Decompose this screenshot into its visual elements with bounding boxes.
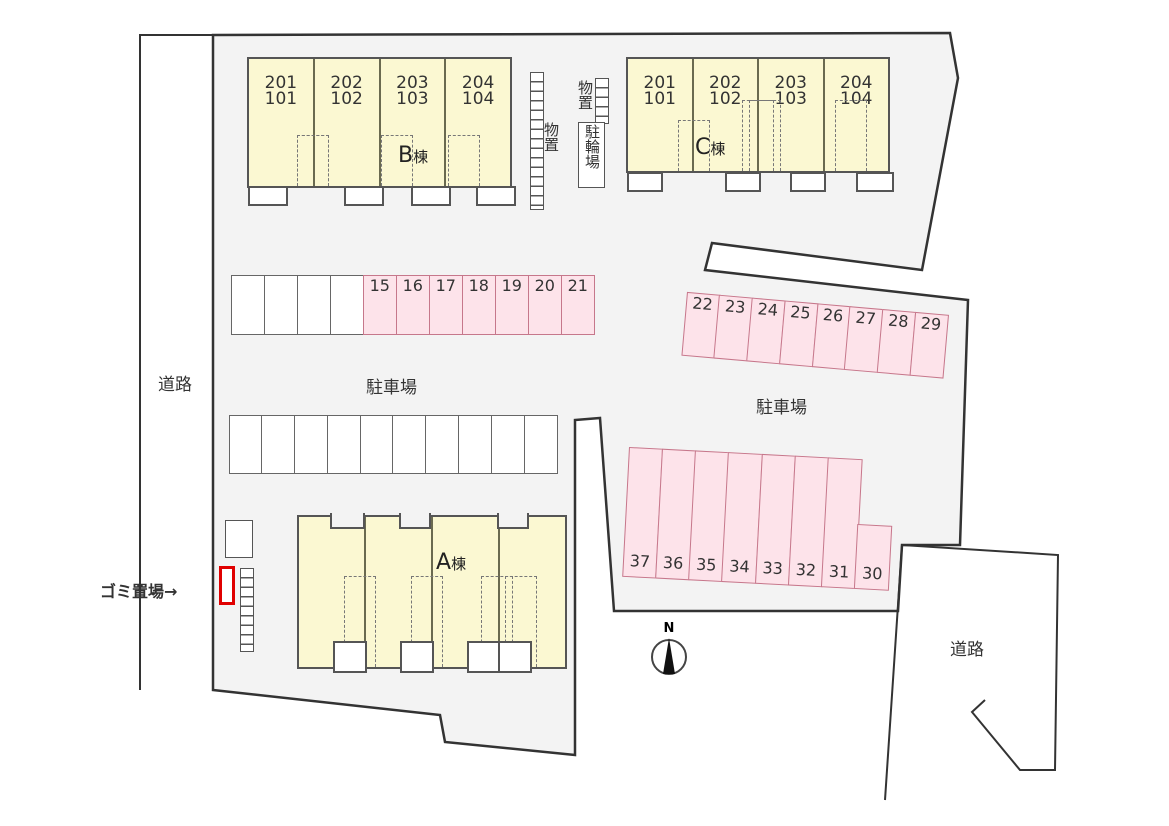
parking-space	[425, 415, 460, 474]
storage-shed	[240, 568, 254, 652]
parking-space	[263, 275, 298, 335]
right-road-edge	[884, 543, 1060, 801]
unit	[433, 517, 513, 667]
parking-space: 17	[428, 275, 463, 335]
storage-label: 物置	[576, 80, 594, 110]
parking-space: 15	[362, 275, 397, 335]
parking-space	[294, 415, 329, 474]
building-a-label: A棟	[436, 550, 467, 575]
storage-label: 物置	[542, 122, 560, 152]
unit	[500, 517, 565, 667]
parking-space: 30	[854, 524, 893, 591]
parking-space: 18	[461, 275, 496, 335]
storage-shed	[530, 72, 544, 210]
parking-space: 16	[395, 275, 430, 335]
parking-space	[329, 275, 364, 335]
parking-space	[392, 415, 427, 474]
parking-space: 29	[909, 311, 950, 379]
north-compass-icon: N	[648, 622, 690, 680]
parking-space: 20	[527, 275, 562, 335]
parking-space: 19	[494, 275, 529, 335]
parking-space	[326, 415, 362, 474]
parking-space	[458, 415, 493, 474]
road-label: 道路	[158, 375, 192, 395]
unit	[299, 517, 376, 667]
left-road-edge	[139, 34, 213, 690]
utility-box	[225, 520, 253, 558]
parking-label: 駐車場	[366, 378, 417, 398]
parking-space	[261, 415, 296, 474]
storage-shed	[595, 78, 609, 124]
parking-space	[490, 415, 526, 474]
garbage-area-highlight	[219, 566, 235, 605]
parking-label: 駐車場	[756, 398, 807, 418]
building-b-label: B棟	[398, 143, 429, 168]
parking-space	[523, 415, 558, 474]
parking-space	[359, 415, 394, 474]
parking-space	[228, 415, 263, 474]
unit	[366, 517, 443, 667]
building-c-label: C棟	[695, 135, 726, 160]
road-label: 道路	[950, 640, 984, 660]
parking-space	[296, 275, 331, 335]
bike-parking	[578, 122, 605, 188]
parking-row-middle-left	[228, 415, 558, 474]
bike-parking-label: 駐輪場	[583, 124, 601, 169]
garbage-area-label: ゴミ置場→	[100, 582, 178, 601]
parking-space	[230, 275, 265, 335]
parking-space: 21	[560, 275, 595, 335]
